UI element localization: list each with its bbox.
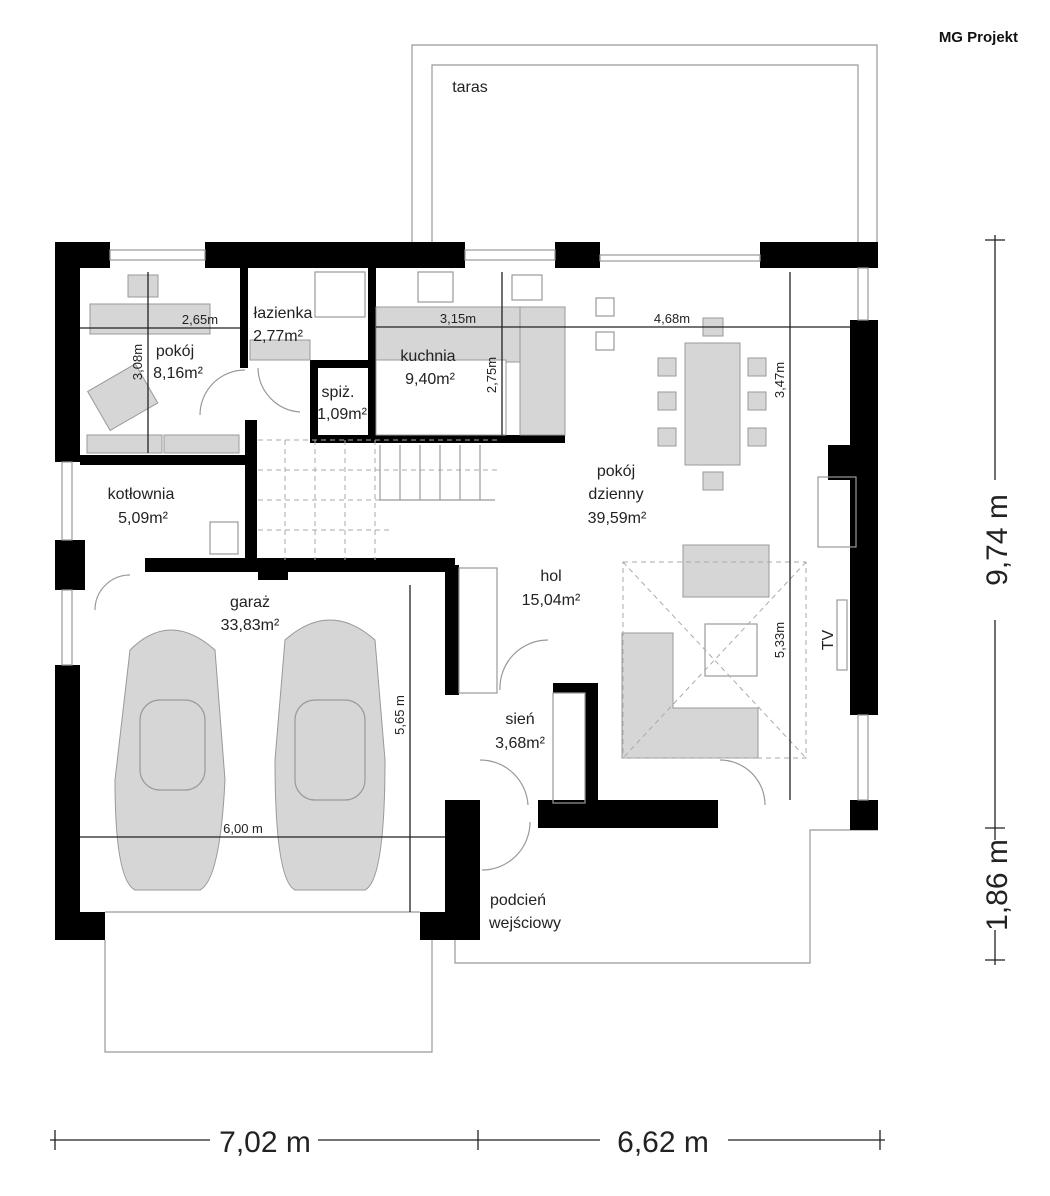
dim-dzienny-depth-top: 3,47m [772, 362, 787, 398]
cars [114, 619, 386, 891]
logo: MG Projekt [939, 29, 1018, 46]
dim-overall-height-main: 9,74 m [981, 494, 1014, 586]
dim-overall-height-porch: 1,86 m [981, 839, 1014, 931]
dim-dzienny-width: 4,68m [654, 311, 690, 326]
room-garaz-area: 33,83m² [221, 617, 280, 634]
windows [61, 249, 869, 801]
room-hol-name: hol [540, 568, 561, 585]
room-kotlownia-area: 5,09m² [118, 510, 168, 527]
dim-pokoj-width: 2,65m [182, 312, 218, 327]
room-pokoj-name: pokój [156, 343, 194, 360]
dim-overall-left: 7,02 m [219, 1126, 311, 1159]
dim-dzienny-depth-bottom: 5,33m [772, 622, 787, 658]
room-dzienny-area: 39,59m² [588, 510, 647, 527]
room-dzienny-name-1: pokój [597, 463, 635, 480]
dim-kuchnia-depth: 2,75m [484, 357, 499, 393]
room-kuchnia-area: 9,40m² [405, 371, 455, 388]
room-sien-area: 3,68m² [495, 735, 545, 752]
room-garaz-name: garaż [230, 594, 270, 611]
room-sien-name: sień [505, 711, 534, 728]
room-dzienny-name-2: dzienny [588, 486, 643, 503]
dim-pokoj-depth: 3,08m [130, 344, 145, 380]
dim-garaz-width: 6,00 m [223, 821, 263, 836]
tv-label: TV [820, 629, 837, 650]
room-lazienka-area: 2,77m² [253, 328, 303, 345]
dim-overall-right: 6,62 m [617, 1126, 709, 1159]
room-pokoj-area: 8,16m² [153, 365, 203, 382]
room-spiz-area: 1,09m² [317, 406, 367, 423]
porch-outline [454, 829, 878, 964]
room-kuchnia-name: kuchnia [400, 348, 455, 365]
dim-garaz-depth: 5,65 m [392, 695, 407, 735]
room-spiz-name: spiż. [322, 384, 355, 401]
furniture [86, 271, 857, 871]
terrace-outline [411, 44, 878, 242]
room-lazienka-name: łazienka [254, 305, 313, 322]
room-kotlownia-name: kotłownia [108, 486, 175, 503]
room-hol-area: 15,04m² [522, 592, 581, 609]
dim-kuchnia-width: 3,15m [440, 311, 476, 326]
dimension-lines [80, 272, 850, 912]
driveway-outline [104, 940, 433, 1053]
walls [55, 242, 878, 940]
room-taras-name: taras [452, 79, 488, 96]
overall-dimension-lines [50, 235, 1005, 1150]
room-podcien-name-2: wejściowy [488, 915, 561, 932]
room-podcien-name-1: podcień [490, 892, 546, 909]
